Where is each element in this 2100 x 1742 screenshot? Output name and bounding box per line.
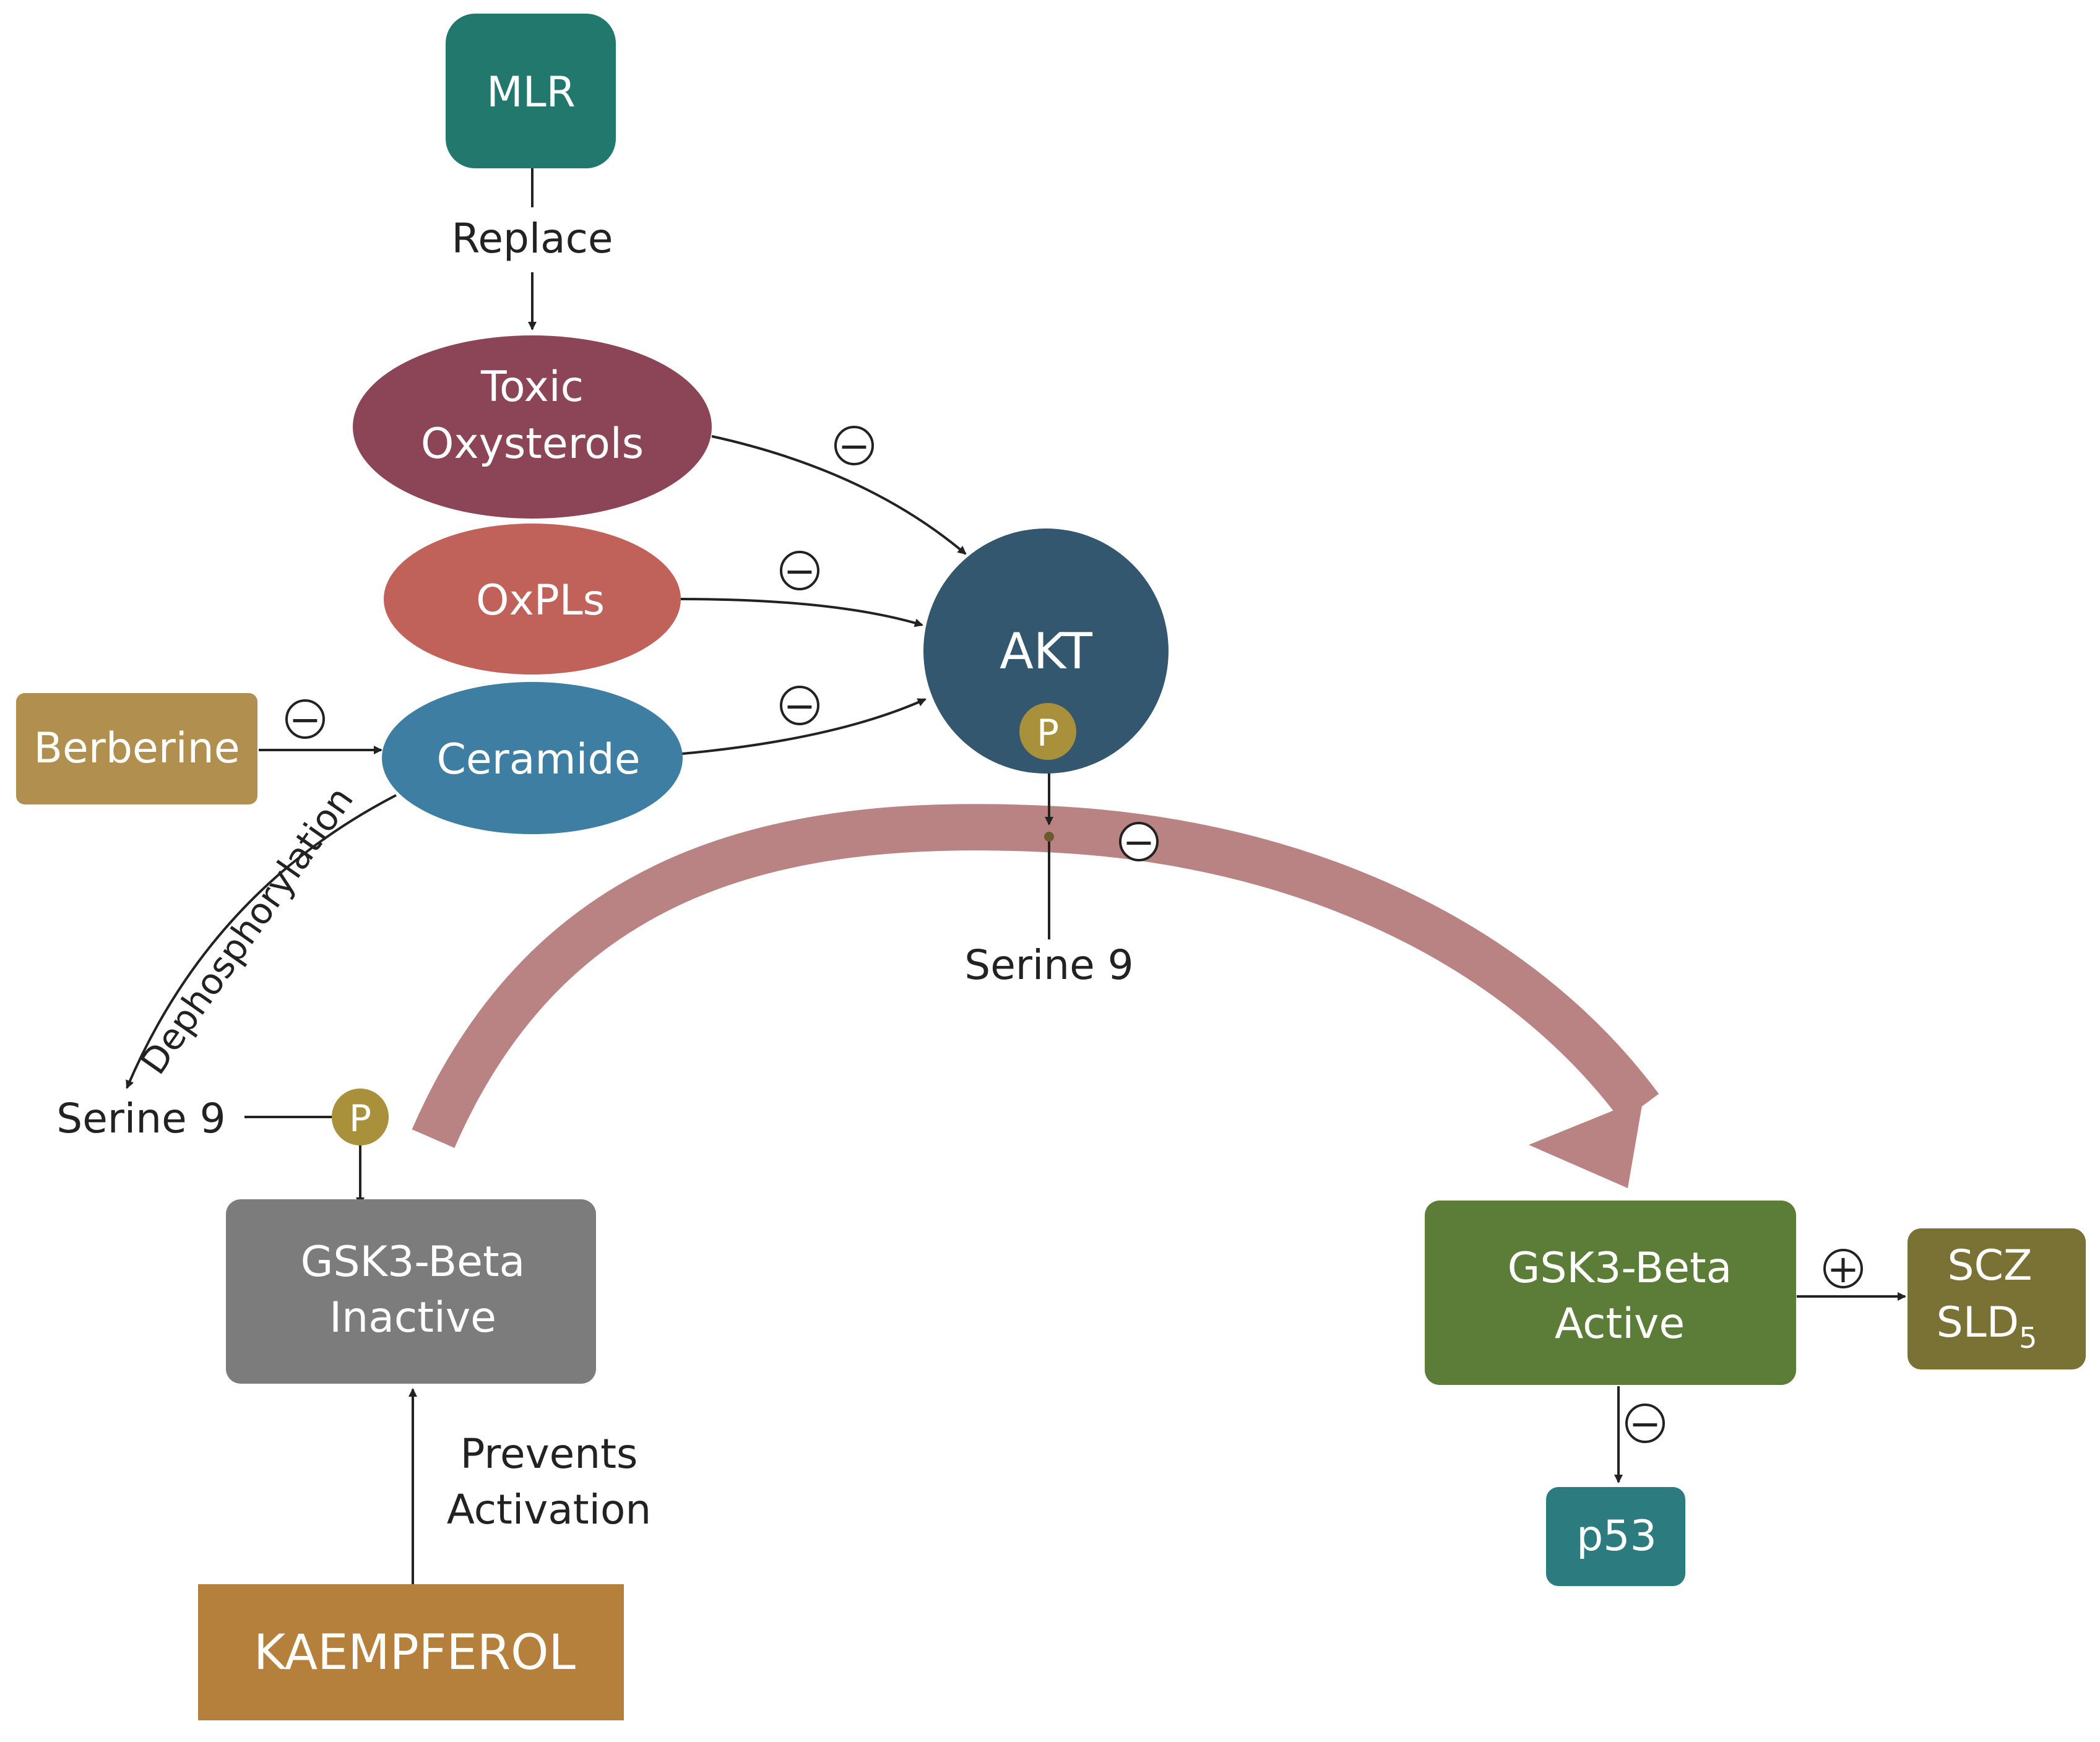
akt-phospho-label: P: [1037, 712, 1059, 755]
serine9-left-label: Serine 9: [56, 1095, 225, 1142]
gsk3-phospho-label: P: [349, 1097, 371, 1140]
ceramide-label: Ceramide: [436, 735, 640, 784]
mlr-node: MLR: [446, 14, 616, 168]
mlr-label: MLR: [486, 68, 576, 117]
gsk3-inactive-node: GSK3-Beta Inactive: [226, 1199, 596, 1384]
toxic-oxysterols-line1: Toxic: [480, 363, 584, 412]
ceramide-node: Ceramide: [382, 682, 683, 834]
dephosphorylation-label: Dephosphorylation: [132, 779, 361, 1082]
akt-label: AKT: [1000, 623, 1093, 680]
berberine-node: Berberine: [16, 693, 257, 804]
kaempferol-node: KAEMPFEROL: [198, 1584, 624, 1720]
p53-node: p53: [1546, 1487, 1685, 1586]
berberine-label: Berberine: [33, 724, 240, 773]
edges: [126, 168, 1906, 1584]
inhibit-symbol-text: −: [784, 548, 816, 593]
scz-sld5-node: SCZ SLD5: [1908, 1228, 2086, 1369]
edge-ceramide-akt: [681, 698, 927, 755]
gsk3-active-line2: Active: [1555, 1300, 1685, 1348]
edge-oxpls-akt: [680, 598, 923, 627]
toxic-oxysterols-line2: Oxysterols: [421, 420, 644, 468]
inhibit-symbol-text: −: [1123, 819, 1155, 865]
prevents-label-line1: Prevents: [460, 1430, 638, 1478]
edge-ceramide-serine9: [126, 794, 397, 1089]
sld5-label: SLD5: [1937, 1298, 2037, 1355]
inhibit-symbol-p53: −: [1625, 1401, 1665, 1446]
inhibit-symbol-text: −: [1629, 1401, 1661, 1446]
edge-oxysterols-akt: [711, 435, 967, 555]
activation-arc: [412, 804, 1659, 1188]
serine9-junction-dot: [1044, 832, 1054, 842]
inhibit-symbol-berberine: −: [285, 697, 325, 742]
activate-symbol-text: +: [1827, 1246, 1859, 1291]
gsk3-active-line1: GSK3-Beta: [1508, 1244, 1732, 1293]
inhibit-symbol-oxpls: −: [780, 548, 819, 593]
p53-label: p53: [1576, 1512, 1657, 1561]
kaempferol-label: KAEMPFEROL: [254, 1625, 576, 1681]
prevents-label-line2: Activation: [447, 1486, 651, 1533]
gsk3-inactive-line2: Inactive: [329, 1293, 496, 1342]
inhibit-symbol-akt-gsk3: −: [1119, 819, 1159, 865]
inhibit-symbol-text: −: [784, 683, 816, 728]
sld-main: SLD: [1937, 1298, 2019, 1347]
replace-label: Replace: [451, 215, 613, 262]
inhibit-symbol-ceramide: −: [780, 683, 819, 728]
inhibit-symbol-oxysterols: −: [834, 423, 874, 468]
gsk3-active-node: GSK3-Beta Active: [1425, 1201, 1796, 1385]
gsk3-phospho-marker: P: [332, 1089, 389, 1145]
oxpls-node: OxPLs: [384, 524, 681, 675]
sld-subscript: 5: [2019, 1321, 2037, 1355]
toxic-oxysterols-node: Toxic Oxysterols: [353, 335, 712, 519]
gsk3-inactive-line1: GSK3-Beta: [301, 1238, 525, 1287]
inhibit-symbol-text: −: [838, 423, 870, 468]
inhibit-symbol-text: −: [289, 697, 321, 742]
activate-symbol-scz: +: [1823, 1246, 1863, 1291]
oxpls-label: OxPLs: [476, 576, 605, 625]
scz-label: SCZ: [1947, 1241, 2032, 1290]
serine9-right-label: Serine 9: [964, 941, 1133, 989]
akt-phospho-marker: P: [1019, 703, 1076, 760]
akt-node: AKT: [923, 528, 1169, 774]
